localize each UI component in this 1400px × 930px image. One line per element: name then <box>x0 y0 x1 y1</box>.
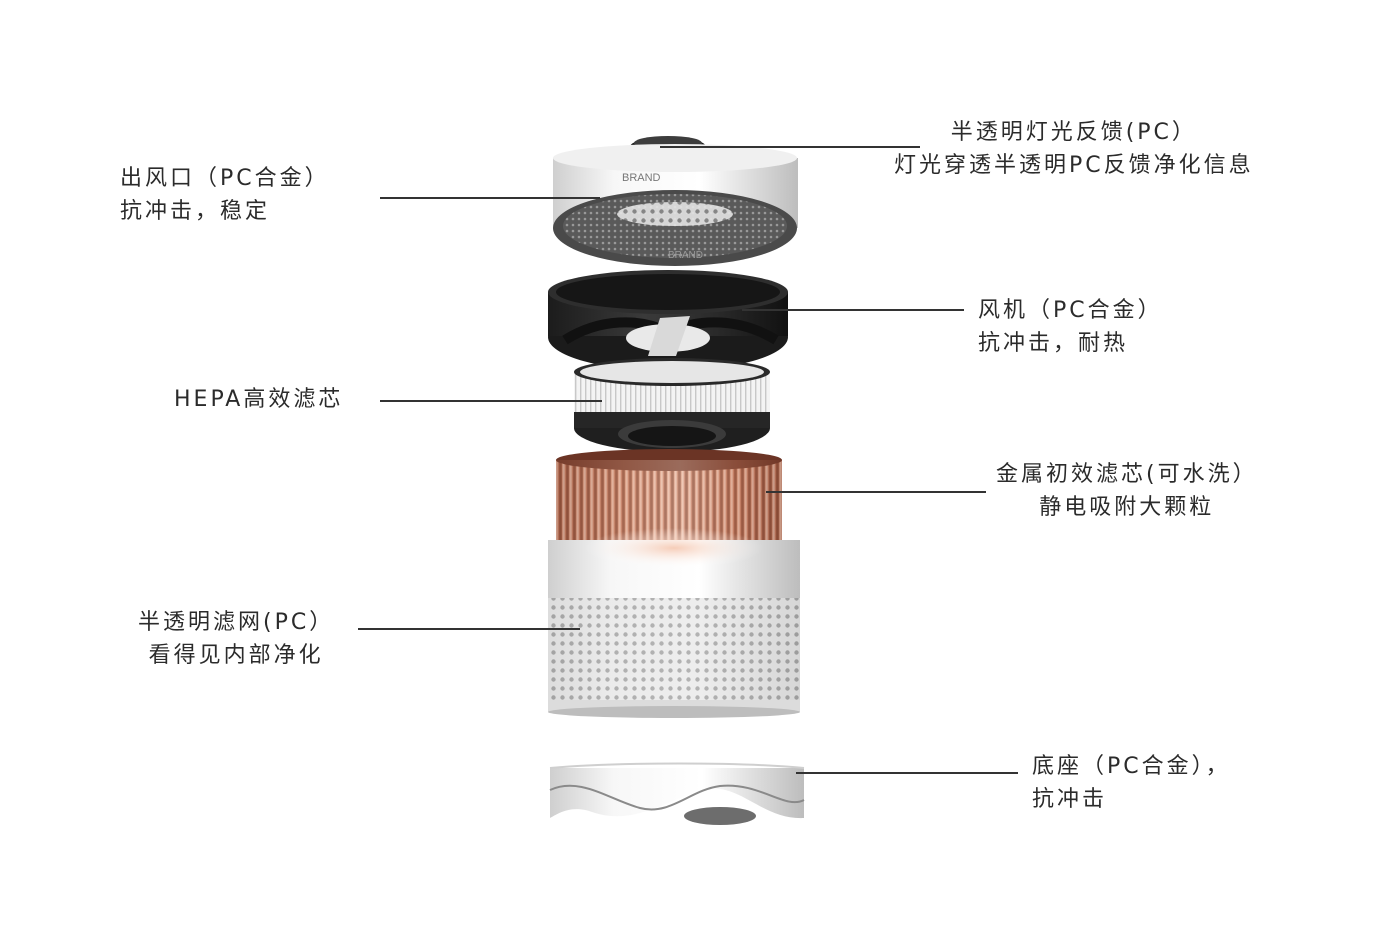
outlet-cover <box>553 144 798 266</box>
leader-line-metal-filter <box>766 491 986 493</box>
leader-line-hepa <box>380 400 602 402</box>
hepa-filter <box>574 358 770 452</box>
callout-light-feedback: 半透明灯光反馈(PC） 灯光穿透半透明PC反馈净化信息 <box>894 116 1254 182</box>
callout-mesh: 半透明滤网(PC） 看得见内部净化 <box>138 606 334 672</box>
callout-hepa: HEPA高效滤芯 <box>174 383 343 416</box>
fan-unit <box>548 270 788 371</box>
callout-metal-filter: 金属初效滤芯(可水洗） 静电吸附大颗粒 <box>996 458 1258 524</box>
callout-base: 底座（PC合金）， 抗冲击 <box>1032 750 1231 816</box>
callout-outlet-desc: 抗冲击，稳定 <box>120 199 271 224</box>
leader-line-outlet <box>380 197 600 199</box>
callout-base-title: 底座（PC合金）， <box>1032 754 1231 779</box>
callout-hepa-title: HEPA高效滤芯 <box>174 387 344 412</box>
callout-metal-filter-desc: 静电吸附大颗粒 <box>1039 495 1215 520</box>
leader-line-fan <box>742 309 964 311</box>
base-shell <box>549 762 805 825</box>
brand-mark-top: BRAND <box>622 172 661 184</box>
callout-light-feedback-title: 半透明灯光反馈(PC） <box>950 120 1197 145</box>
leader-line-light-feedback <box>660 146 920 148</box>
callout-fan-desc: 抗冲击，耐热 <box>978 331 1129 356</box>
callout-mesh-desc: 看得见内部净化 <box>148 643 324 668</box>
callout-base-desc: 抗冲击 <box>1032 787 1108 812</box>
leader-line-mesh <box>358 628 580 630</box>
leader-line-base <box>796 772 1018 774</box>
callout-light-feedback-desc: 灯光穿透半透明PC反馈净化信息 <box>894 153 1254 178</box>
brand-mark-inner: BRAND <box>668 250 703 261</box>
callout-metal-filter-title: 金属初效滤芯(可水洗） <box>996 462 1258 487</box>
callout-mesh-title: 半透明滤网(PC） <box>138 610 335 635</box>
callout-fan-title: 风机（PC合金） <box>978 298 1163 323</box>
callout-fan: 风机（PC合金） 抗冲击，耐热 <box>978 294 1163 360</box>
callout-outlet: 出风口（PC合金） 抗冲击，稳定 <box>120 162 330 228</box>
callout-outlet-title: 出风口（PC合金） <box>120 166 330 191</box>
main-body <box>548 528 800 718</box>
